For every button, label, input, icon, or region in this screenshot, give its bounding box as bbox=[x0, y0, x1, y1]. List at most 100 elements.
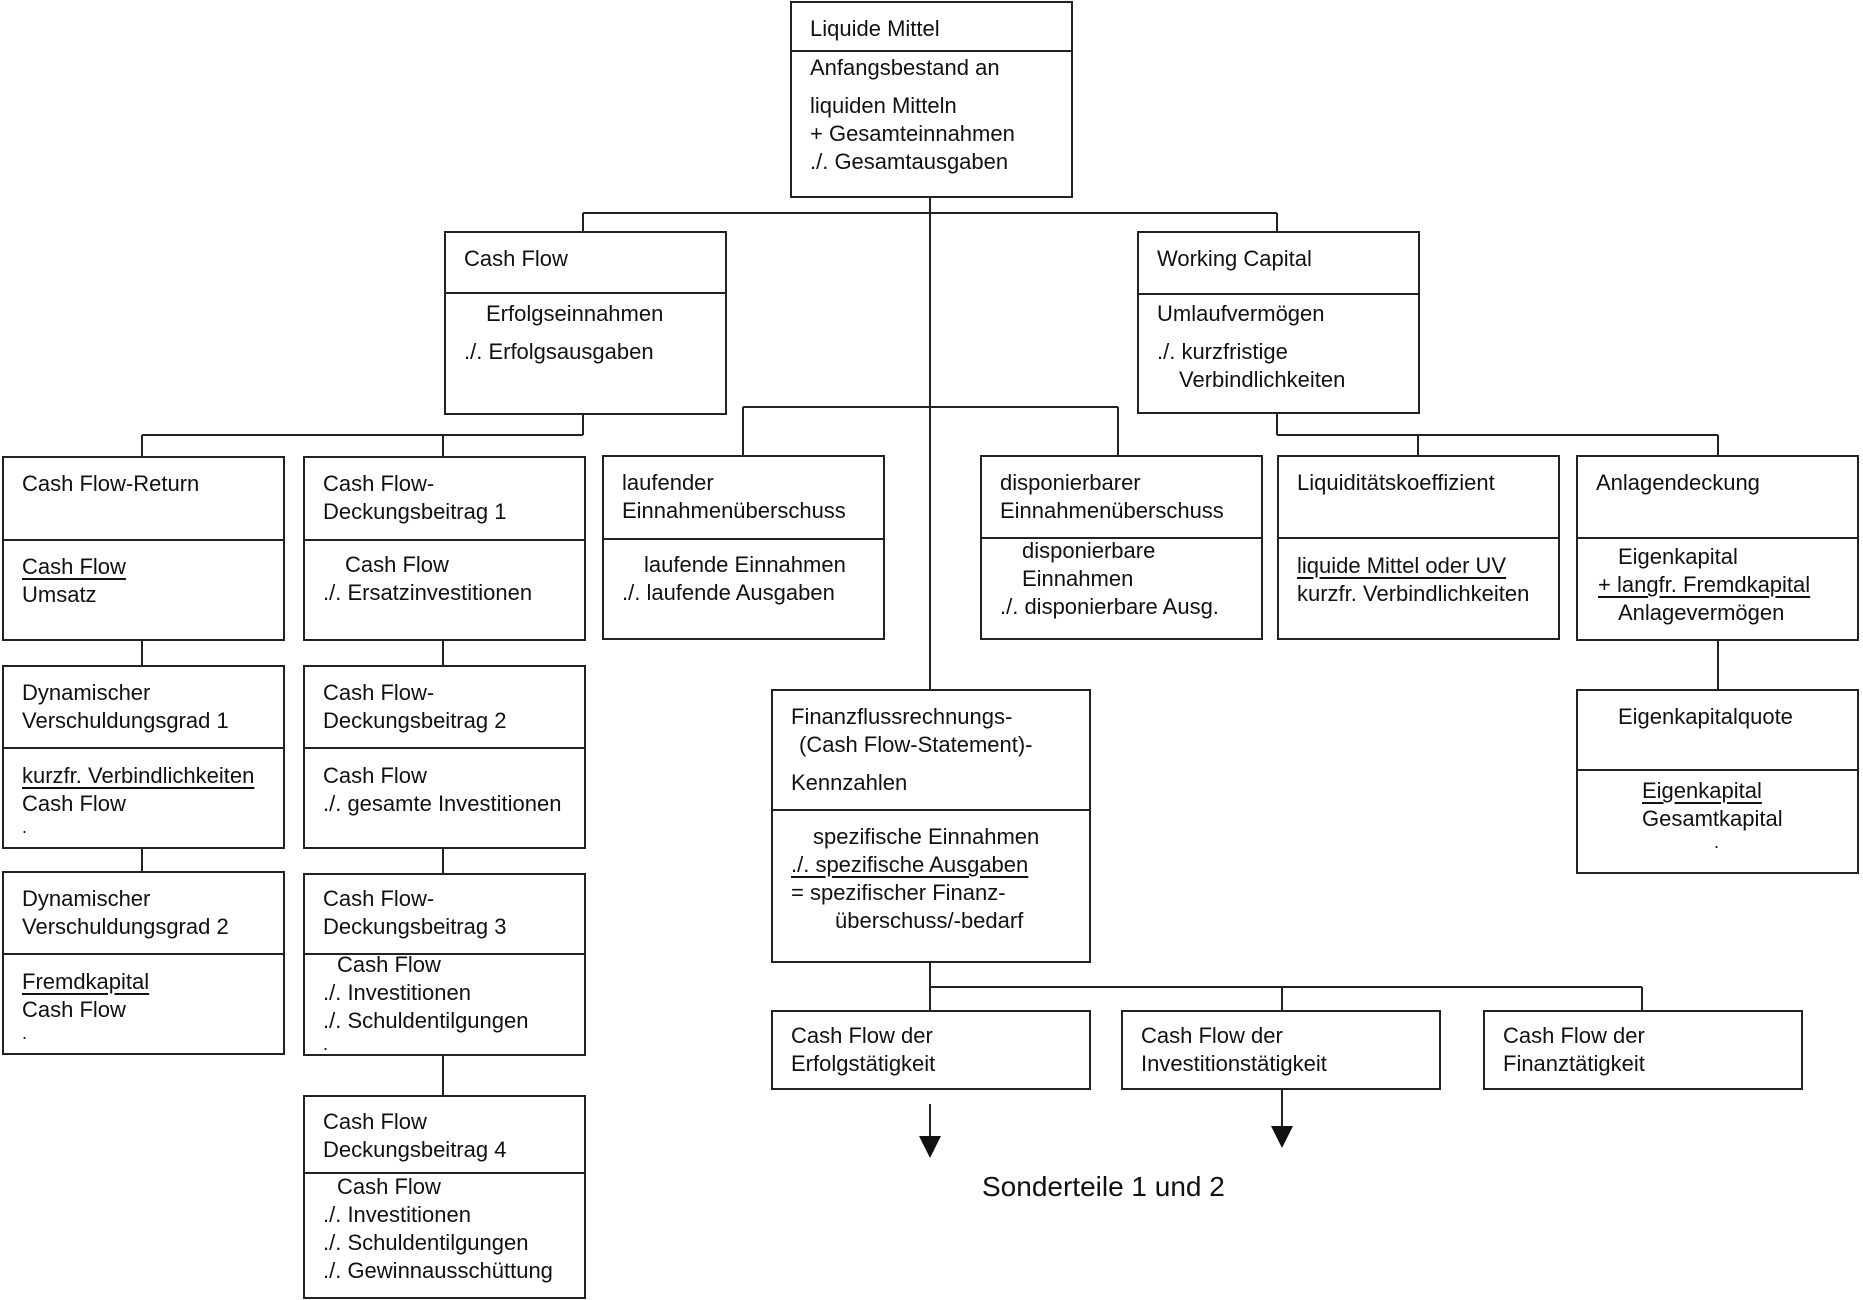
box-line: Eigenkapital bbox=[1578, 777, 1857, 805]
box-title: Cash Flow- bbox=[323, 886, 435, 911]
box-line: liquiden Mitteln bbox=[810, 93, 957, 118]
numerator: Cash Flow bbox=[22, 554, 126, 579]
box-title: Cash Flow der bbox=[1503, 1023, 1645, 1048]
box-line: kurzfr. Verbindlichkeiten bbox=[4, 762, 283, 790]
box-title: Finanzflussrechnungs- bbox=[791, 704, 1013, 729]
box-line: Anlagevermögen bbox=[1618, 600, 1785, 625]
box-cash-flow: Cash Flow Erfolgseinnahmen ./. Erfolgsau… bbox=[444, 231, 727, 415]
box-title: Liquide Mittel bbox=[810, 16, 940, 41]
box-title: (Cash Flow-Statement)- bbox=[799, 732, 1033, 757]
box-deckungsbeitrag-3: Cash Flow- Deckungsbeitrag 3 Cash Flow .… bbox=[303, 873, 586, 1056]
box-cf-erfolgstaetigkeit: Cash Flow der Erfolgstätigkeit bbox=[771, 1010, 1091, 1090]
box-line: liquide Mittel oder UV bbox=[1279, 552, 1558, 580]
box-line: . bbox=[22, 817, 28, 837]
box-title: Eigenkapitalquote bbox=[1618, 704, 1793, 729]
numerator: Fremdkapital bbox=[22, 969, 150, 994]
box-line: Erfolgseinnahmen bbox=[486, 301, 664, 326]
box-line: Cash Flow bbox=[337, 952, 441, 977]
box-line: ./. gesamte Investitionen bbox=[323, 791, 562, 816]
box-line: ./. Investitionen bbox=[323, 980, 471, 1005]
box-verschuldungsgrad-2: Dynamischer Verschuldungsgrad 2 Fremdkap… bbox=[2, 871, 285, 1055]
box-line: Umsatz bbox=[22, 582, 97, 607]
box-line: Eigenkapital bbox=[1618, 544, 1738, 569]
box-line: . bbox=[1714, 832, 1720, 852]
box-line: . bbox=[323, 1034, 329, 1054]
box-title: Investitionstätigkeit bbox=[1141, 1051, 1327, 1076]
box-body bbox=[305, 1172, 584, 1174]
box-cf-finanztaetigkeit: Cash Flow der Finanztätigkeit bbox=[1483, 1010, 1803, 1090]
arrow-head bbox=[919, 1136, 941, 1158]
box-body bbox=[1139, 293, 1418, 295]
box-line: Anfangsbestand an bbox=[810, 55, 1000, 80]
box-line: Umlaufvermögen bbox=[1157, 301, 1325, 326]
box-line: ./. kurzfristige bbox=[1157, 339, 1288, 364]
box-line: ./. spezifische Ausgaben bbox=[773, 851, 1089, 879]
box-line: ./. disponierbare Ausg. bbox=[1000, 594, 1219, 619]
box-title: Cash Flow- bbox=[323, 471, 435, 496]
box-liquiditaetskoeffizient: Liquiditätskoeffizient liquide Mittel od… bbox=[1277, 455, 1560, 640]
box-title: Deckungsbeitrag 2 bbox=[323, 708, 507, 733]
box-body bbox=[1279, 537, 1558, 539]
numerator: liquide Mittel oder UV bbox=[1297, 553, 1507, 578]
box-title: Cash Flow bbox=[323, 1109, 427, 1134]
box-line: ./. Investitionen bbox=[323, 1202, 471, 1227]
box-title: Deckungsbeitrag 3 bbox=[323, 914, 507, 939]
box-line: disponierbare bbox=[1022, 538, 1156, 563]
box-body bbox=[1578, 537, 1857, 539]
box-body bbox=[773, 809, 1089, 811]
box-title: Cash Flow der bbox=[791, 1023, 933, 1048]
box-title: Einnahmenüberschuss bbox=[622, 498, 846, 523]
box-title: Verschuldungsgrad 2 bbox=[22, 914, 229, 939]
footer-label: Sonderteile 1 und 2 bbox=[982, 1171, 1225, 1202]
box-title: Finanztätigkeit bbox=[1503, 1051, 1645, 1076]
box-verschuldungsgrad-1: Dynamischer Verschuldungsgrad 1 kurzfr. … bbox=[2, 665, 285, 849]
arrow-head bbox=[1271, 1126, 1293, 1148]
box-line: Cash Flow bbox=[22, 997, 126, 1022]
box-line: laufende Einnahmen bbox=[644, 552, 846, 577]
box-body bbox=[305, 953, 584, 955]
box-line: + Gesamteinnahmen bbox=[810, 121, 1015, 146]
box-title: Erfolgstätigkeit bbox=[791, 1051, 936, 1076]
box-line: = spezifischer Finanz- bbox=[791, 880, 1006, 905]
box-body bbox=[4, 747, 283, 749]
box-line: Gesamtkapital bbox=[1642, 806, 1783, 831]
box-title: Cash Flow-Return bbox=[22, 471, 200, 496]
box-line: Cash Flow bbox=[345, 552, 449, 577]
box-line: ./. Gesamtausgaben bbox=[810, 149, 1009, 174]
box-finanzflussrechnung: Finanzflussrechnungs- (Cash Flow-Stateme… bbox=[771, 689, 1091, 963]
box-title: Anlagendeckung bbox=[1596, 470, 1760, 495]
box-deckungsbeitrag-4: Cash Flow Deckungsbeitrag 4 Cash Flow ./… bbox=[303, 1095, 586, 1299]
box-title: Deckungsbeitrag 4 bbox=[323, 1137, 507, 1162]
box-title: laufender bbox=[622, 470, 714, 495]
box-title: Verschuldungsgrad 1 bbox=[22, 708, 229, 733]
box-body bbox=[604, 538, 883, 540]
box-title: Deckungsbeitrag 1 bbox=[323, 499, 507, 524]
box-line: ./. laufende Ausgaben bbox=[622, 580, 835, 605]
box-eigenkapitalquote: Eigenkapitalquote Eigenkapital Gesamtkap… bbox=[1576, 689, 1859, 874]
box-laufender-einnahmenueberschuss: laufender Einnahmenüberschuss laufende E… bbox=[602, 455, 885, 640]
box-line: + langfr. Fremdkapital bbox=[1578, 571, 1857, 599]
box-cash-flow-return: Cash Flow-Return Cash Flow Umsatz bbox=[2, 456, 285, 641]
box-body bbox=[4, 953, 283, 955]
numerator: + langfr. Fremdkapital bbox=[1598, 572, 1811, 597]
box-title: Kennzahlen bbox=[791, 770, 908, 795]
box-line: Einnahmen bbox=[1022, 566, 1134, 591]
box-title: Cash Flow der bbox=[1141, 1023, 1283, 1048]
box-line: ./. Gewinnausschüttung bbox=[323, 1258, 553, 1283]
box-line: Cash Flow bbox=[4, 553, 283, 581]
box-line: ./. Schuldentilgungen bbox=[323, 1008, 529, 1033]
box-title: disponierbarer bbox=[1000, 470, 1141, 495]
numerator: kurzfr. Verbindlichkeiten bbox=[22, 763, 255, 788]
box-title: Dynamischer bbox=[22, 886, 151, 911]
box-line: Cash Flow bbox=[22, 791, 126, 816]
box-liquide-mittel: Liquide Mittel Anfangsbestand an liquide… bbox=[790, 1, 1073, 198]
box-line: ./. Schuldentilgungen bbox=[323, 1230, 529, 1255]
box-line: überschuss/-bedarf bbox=[835, 908, 1024, 933]
box-title: Working Capital bbox=[1157, 246, 1312, 271]
box-line: Cash Flow bbox=[323, 763, 427, 788]
box-body bbox=[4, 539, 283, 541]
box-body bbox=[446, 292, 725, 294]
box-body bbox=[305, 539, 584, 541]
